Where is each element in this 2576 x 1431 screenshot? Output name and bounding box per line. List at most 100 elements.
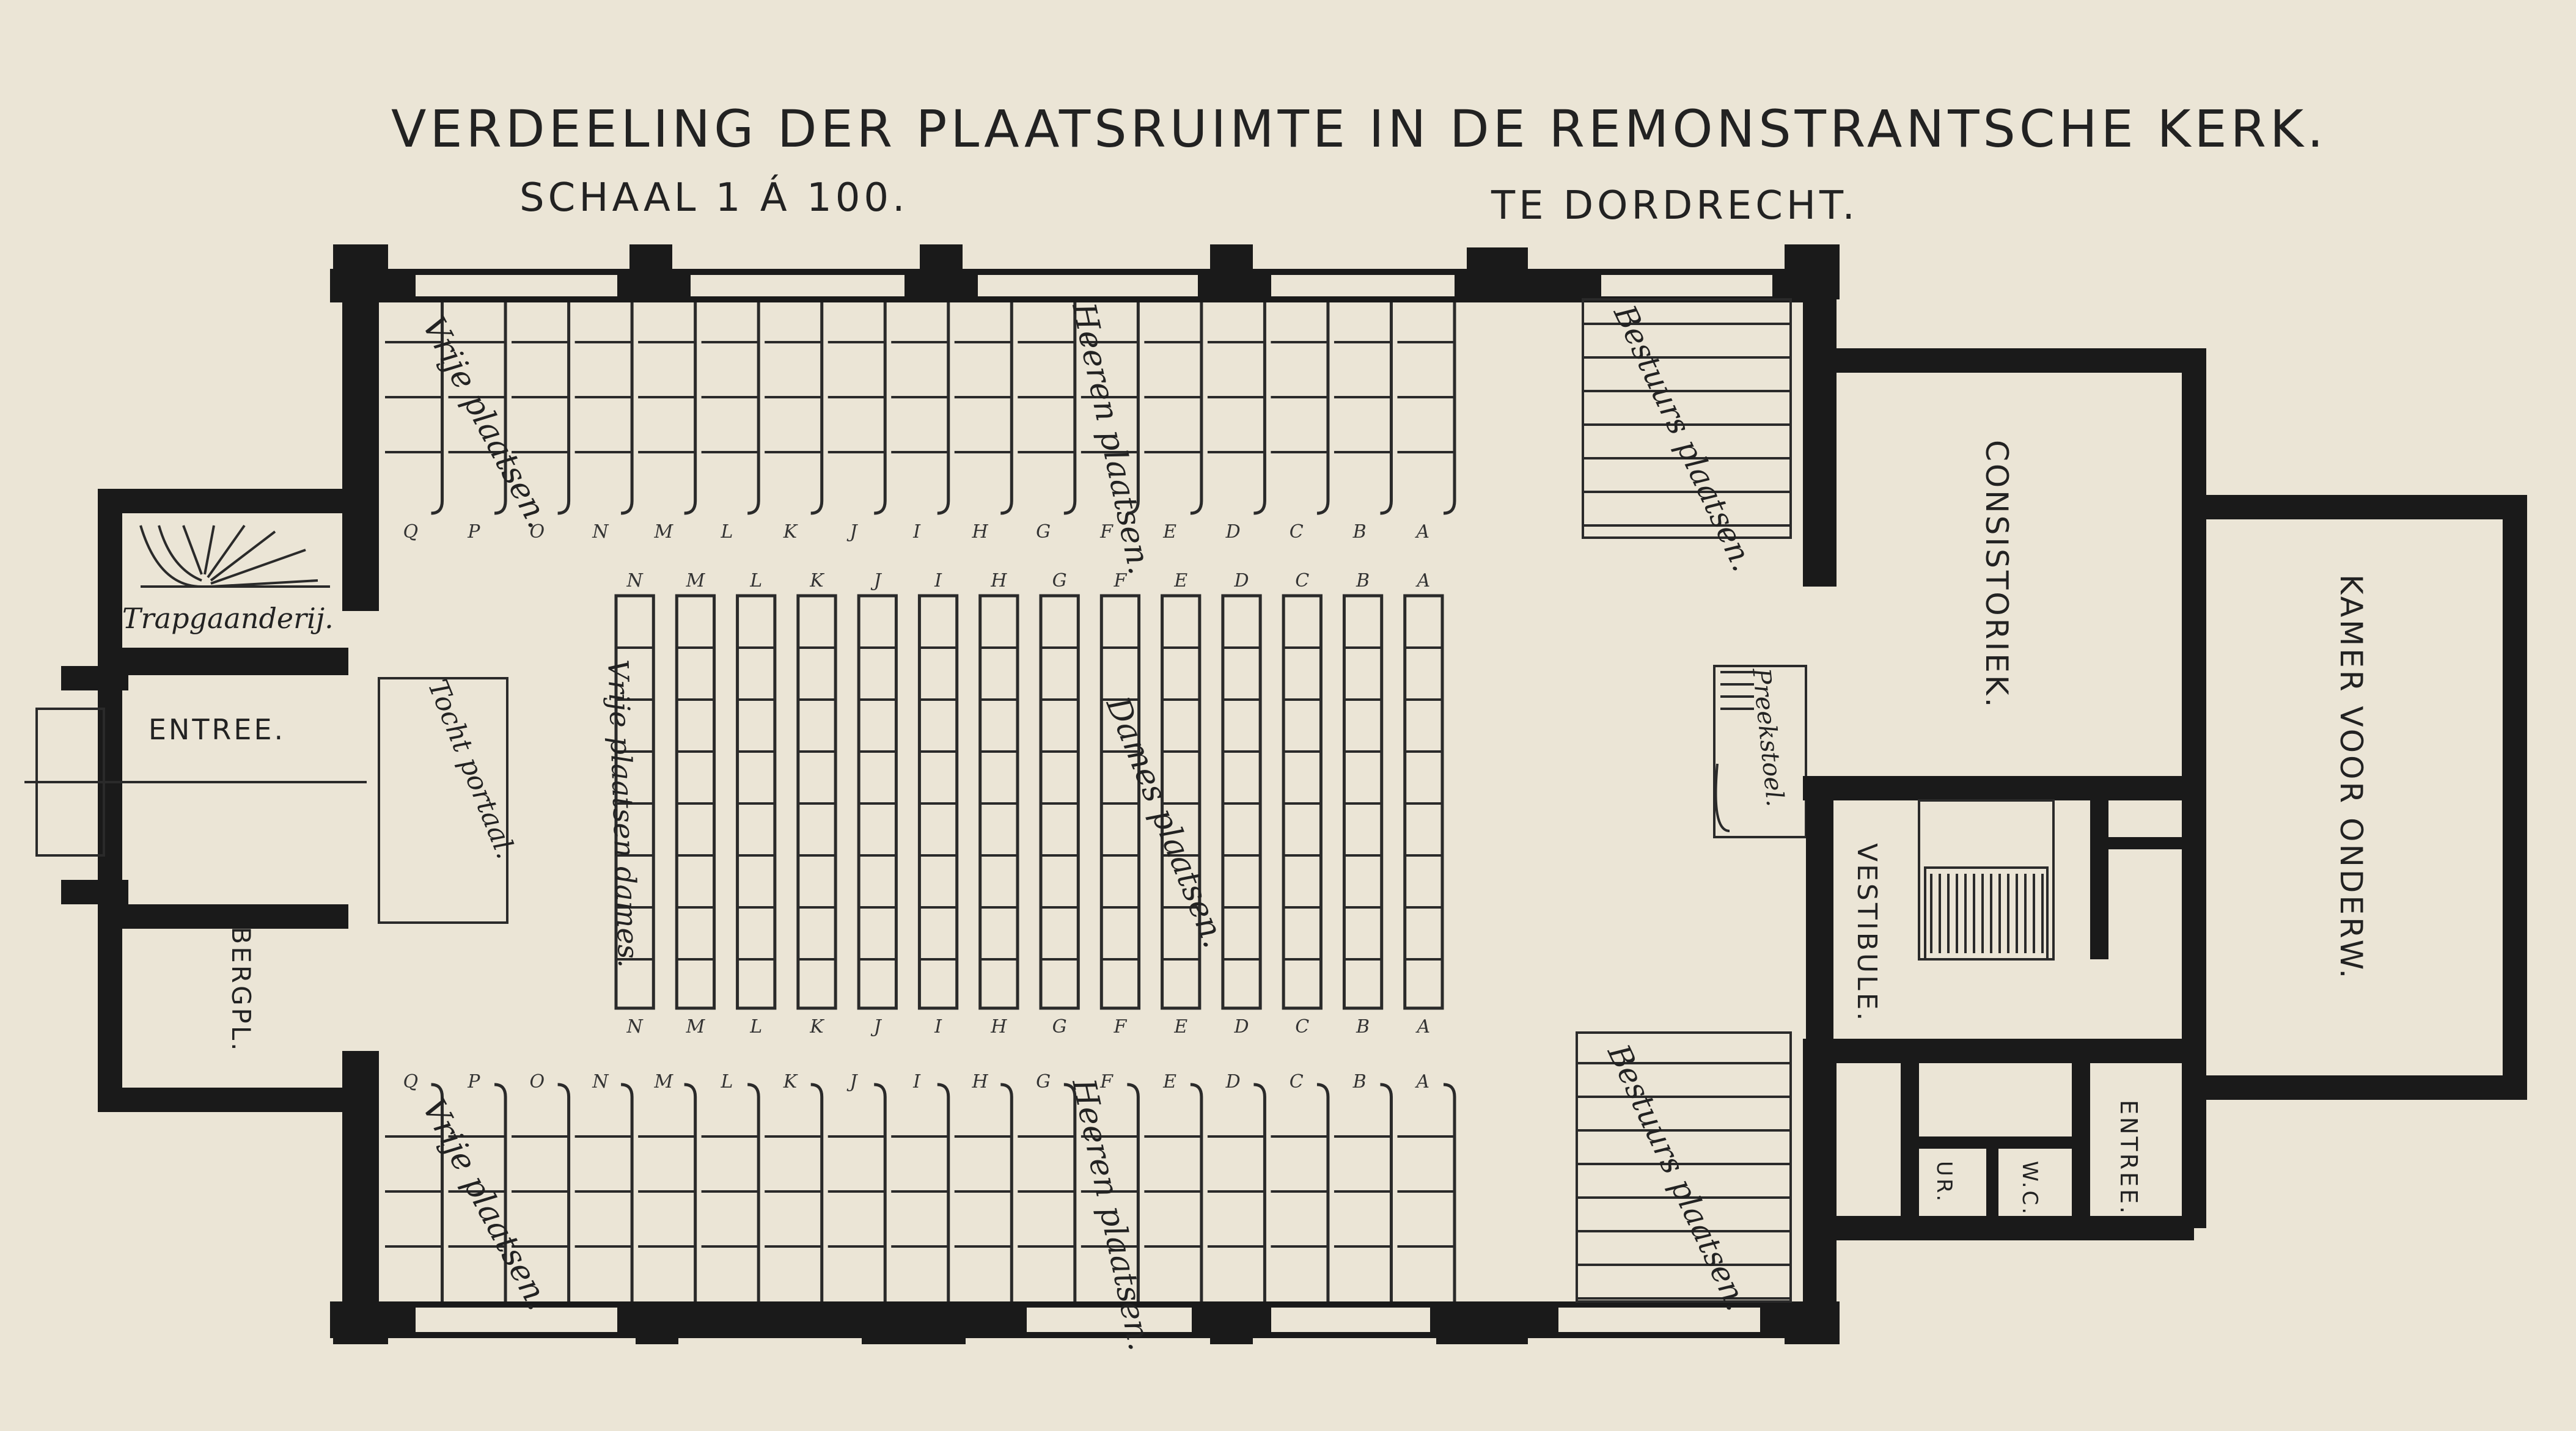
row-letter-center-top: G bbox=[1052, 570, 1067, 591]
pew-bottom-row bbox=[684, 1083, 697, 1301]
kamer-label: KAMER VOOR ONDERW. bbox=[2333, 574, 2369, 981]
row-letter-center-top: C bbox=[1295, 570, 1309, 591]
bestuurs-bottom-label: Bestuurs plaatsen. bbox=[1601, 1039, 1755, 1316]
pew-top-row bbox=[1063, 302, 1077, 515]
pew-top-row bbox=[1253, 302, 1266, 515]
pew-center-row bbox=[736, 594, 777, 1010]
pew-top-row bbox=[747, 302, 760, 515]
row-letter-bottom: K bbox=[783, 1071, 798, 1092]
row-letter-bottom: F bbox=[1099, 1071, 1114, 1092]
row-letter-center-top: A bbox=[1415, 570, 1431, 591]
pews-top-block bbox=[385, 302, 1456, 515]
row-letter-center-top: I bbox=[934, 570, 942, 591]
row-letter-top: C bbox=[1290, 521, 1304, 543]
ur-label: UR. bbox=[1932, 1161, 1956, 1204]
pew-center-row bbox=[978, 594, 1019, 1010]
pew-top-row bbox=[684, 302, 697, 515]
row-letter-bottom: P bbox=[467, 1071, 480, 1092]
row-letter-bottom: O bbox=[530, 1071, 545, 1092]
pew-top-row bbox=[494, 302, 507, 515]
row-letter-center-bottom: M bbox=[686, 1016, 706, 1038]
dames-plaatsen-label: Dames plaatsen. bbox=[1099, 691, 1233, 953]
pew-center-row bbox=[675, 594, 716, 1010]
right-wing-walls bbox=[1803, 348, 2527, 1240]
bestuurs-bottom-block bbox=[1576, 1031, 1792, 1303]
pew-top-row bbox=[431, 302, 444, 515]
pew-top-row bbox=[620, 302, 634, 515]
entree-right-label: ENTREE. bbox=[2115, 1100, 2142, 1216]
row-letter-bottom: N bbox=[592, 1071, 609, 1092]
nave-walls bbox=[330, 244, 1840, 1344]
row-letter-bottom: A bbox=[1414, 1071, 1429, 1092]
row-letter-top: N bbox=[592, 521, 609, 543]
row-letter-top: G bbox=[1036, 521, 1051, 543]
row-letter-center-bottom: K bbox=[809, 1016, 824, 1038]
pew-bottom-row bbox=[1063, 1083, 1077, 1301]
vestibule-stair bbox=[1918, 799, 2055, 961]
vrije-dames-label: Vrije plaatsen dames. bbox=[601, 659, 645, 968]
tocht-portaal-box bbox=[378, 677, 508, 924]
pew-bottom-row bbox=[1316, 1083, 1330, 1301]
row-letter-center-top: D bbox=[1233, 570, 1249, 591]
pew-bottom-row bbox=[1000, 1083, 1013, 1301]
row-letter-center-top: M bbox=[686, 570, 706, 591]
row-letter-top: I bbox=[912, 521, 921, 543]
row-letter-top: J bbox=[846, 521, 858, 543]
row-letter-bottom: L bbox=[720, 1071, 733, 1092]
pew-center-row bbox=[1403, 594, 1444, 1010]
pew-bottom-row bbox=[1443, 1083, 1456, 1301]
pew-top-row bbox=[1000, 302, 1013, 515]
bestuurs-top-block bbox=[1582, 298, 1792, 539]
row-letter-bottom: G bbox=[1036, 1071, 1051, 1092]
row-letter-center-bottom: F bbox=[1114, 1016, 1128, 1038]
bestuurs-top-label: Bestuurs plaatsen. bbox=[1607, 299, 1761, 577]
pew-bottom-row bbox=[1190, 1083, 1203, 1301]
trapgaanderij-label: Trapgaanderij. bbox=[122, 602, 334, 635]
pew-center-row bbox=[1342, 594, 1384, 1010]
pew-center-row bbox=[917, 594, 959, 1010]
row-letter-center-bottom: J bbox=[870, 1016, 883, 1038]
pew-center-row bbox=[1221, 594, 1262, 1010]
pew-bottom-row bbox=[1380, 1083, 1393, 1301]
bergpl-label: BERGPL. bbox=[226, 926, 256, 1053]
row-letter-bottom: I bbox=[912, 1071, 921, 1092]
row-letter-center-top: E bbox=[1173, 570, 1187, 591]
row-letter-center-bottom: B bbox=[1356, 1016, 1370, 1038]
row-letter-center-bottom: D bbox=[1233, 1016, 1249, 1038]
pew-center-row bbox=[614, 594, 655, 1010]
pew-center-row bbox=[1161, 594, 1202, 1010]
pew-bottom-row bbox=[1127, 1083, 1140, 1301]
pew-bottom-row bbox=[874, 1083, 887, 1301]
pew-bottom-row bbox=[1253, 1083, 1266, 1301]
row-letter-top: A bbox=[1414, 521, 1429, 543]
bestuurs-bottom-benches bbox=[1577, 1062, 1791, 1300]
row-letter-bottom: D bbox=[1225, 1071, 1241, 1092]
row-letter-top: P bbox=[467, 521, 480, 543]
pew-bottom-row bbox=[431, 1083, 444, 1301]
row-letter-top: H bbox=[971, 521, 988, 543]
row-letter-center-top: H bbox=[990, 570, 1007, 591]
pew-top-row bbox=[1316, 302, 1330, 515]
left-rooms-walls bbox=[61, 489, 354, 1112]
row-letter-top: M bbox=[654, 521, 674, 543]
row-letter-center-bottom: G bbox=[1052, 1016, 1067, 1038]
pew-bottom-row bbox=[747, 1083, 760, 1301]
vestibule-stair-steps bbox=[1930, 874, 2044, 953]
row-letter-center-top: N bbox=[626, 570, 644, 591]
pew-center-row bbox=[857, 594, 898, 1010]
row-letter-center-bottom: N bbox=[626, 1016, 644, 1038]
row-letter-center-bottom: I bbox=[934, 1016, 942, 1038]
row-letter-top: D bbox=[1225, 521, 1241, 543]
pew-center-row bbox=[796, 594, 837, 1010]
pew-top-row bbox=[1380, 302, 1393, 515]
vrije-plaatsen-bottom-label: Vrije plaatsen. bbox=[415, 1092, 557, 1316]
pew-top-row bbox=[810, 302, 824, 515]
row-letter-bottom: H bbox=[971, 1071, 988, 1092]
pew-top-row bbox=[1190, 302, 1203, 515]
row-letter-top: F bbox=[1099, 521, 1114, 543]
pew-top-row bbox=[1127, 302, 1140, 515]
row-letter-center-bottom: L bbox=[749, 1016, 762, 1038]
pew-bottom-row bbox=[494, 1083, 507, 1301]
row-letter-bottom: E bbox=[1162, 1071, 1176, 1092]
preekstoel bbox=[1713, 665, 1807, 838]
